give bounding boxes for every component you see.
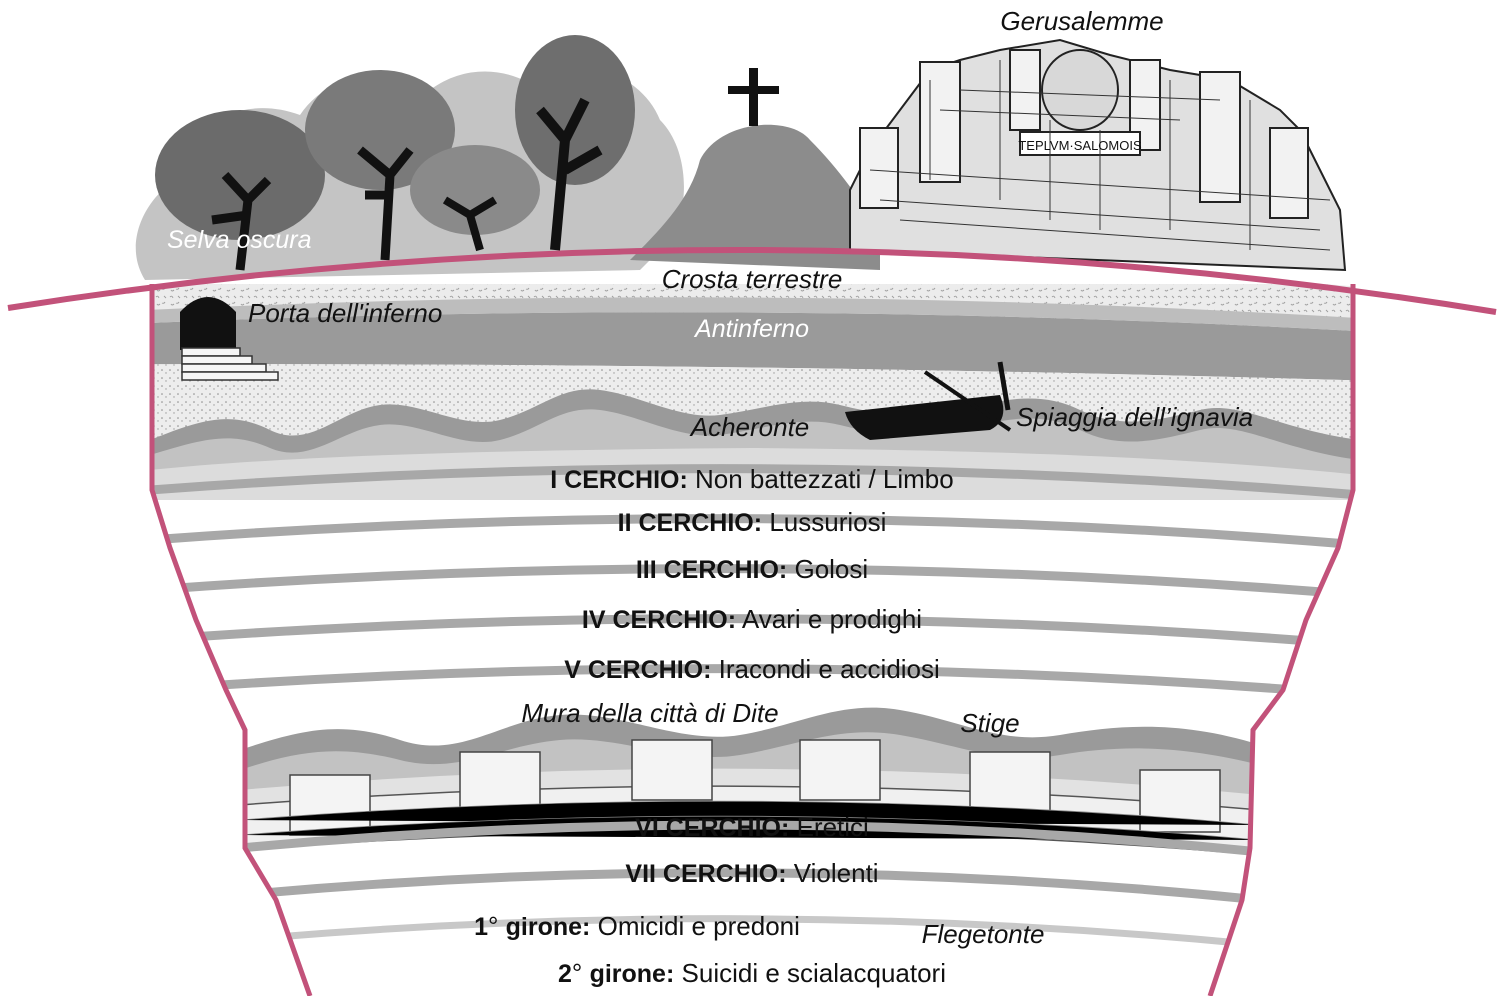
gate-label: Porta dell'inferno xyxy=(248,298,442,328)
gate-icon xyxy=(180,297,279,381)
girone-1-label: 1° girone: Omicidi e predoni xyxy=(474,911,800,941)
circle-7-label: VII CERCHIO: Violenti xyxy=(625,858,878,888)
jerusalem-label: Gerusalemme xyxy=(1000,6,1163,36)
forest-label: Selva oscura xyxy=(167,226,312,254)
funnel-outline xyxy=(149,284,1356,997)
cross-icon xyxy=(728,68,779,126)
circle-5-label: V CERCHIO: Iracondi e accidiosi xyxy=(564,654,940,684)
jerusalem-city xyxy=(849,38,1347,272)
circle-3-label: III CERCHIO: Golosi xyxy=(636,554,868,584)
stige-label: Stige xyxy=(960,708,1019,738)
forest-trees xyxy=(155,35,635,271)
boat-icon xyxy=(845,361,1012,440)
girone-2-label: 2° girone: Suicidi e scialacquatori xyxy=(558,958,946,988)
circle-4-label: IV CERCHIO: Avari e prodighi xyxy=(582,604,922,634)
antinferno-label: Antinferno xyxy=(693,315,809,343)
temple-inscription: TEPLVM·SALOMOIS xyxy=(1018,138,1142,153)
calvary-hill xyxy=(630,124,880,270)
acheronte-label: Acheronte xyxy=(689,412,810,442)
underground xyxy=(152,284,1353,996)
circle-6-label: VI CERCHIO: Eretici xyxy=(635,812,869,842)
crust-label: Crosta terrestre xyxy=(662,264,843,294)
circle-2-label: II CERCHIO: Lussuriosi xyxy=(618,507,887,537)
surface-line xyxy=(7,246,1497,315)
circle-1-label: I CERCHIO: Non battezzati / Limbo xyxy=(550,464,953,494)
flegetonte-label: Flegetonte xyxy=(922,919,1045,949)
beach-label: Spiaggia dell’ignavia xyxy=(1016,402,1253,432)
dis-walls-label: Mura della città di Dite xyxy=(521,698,778,728)
